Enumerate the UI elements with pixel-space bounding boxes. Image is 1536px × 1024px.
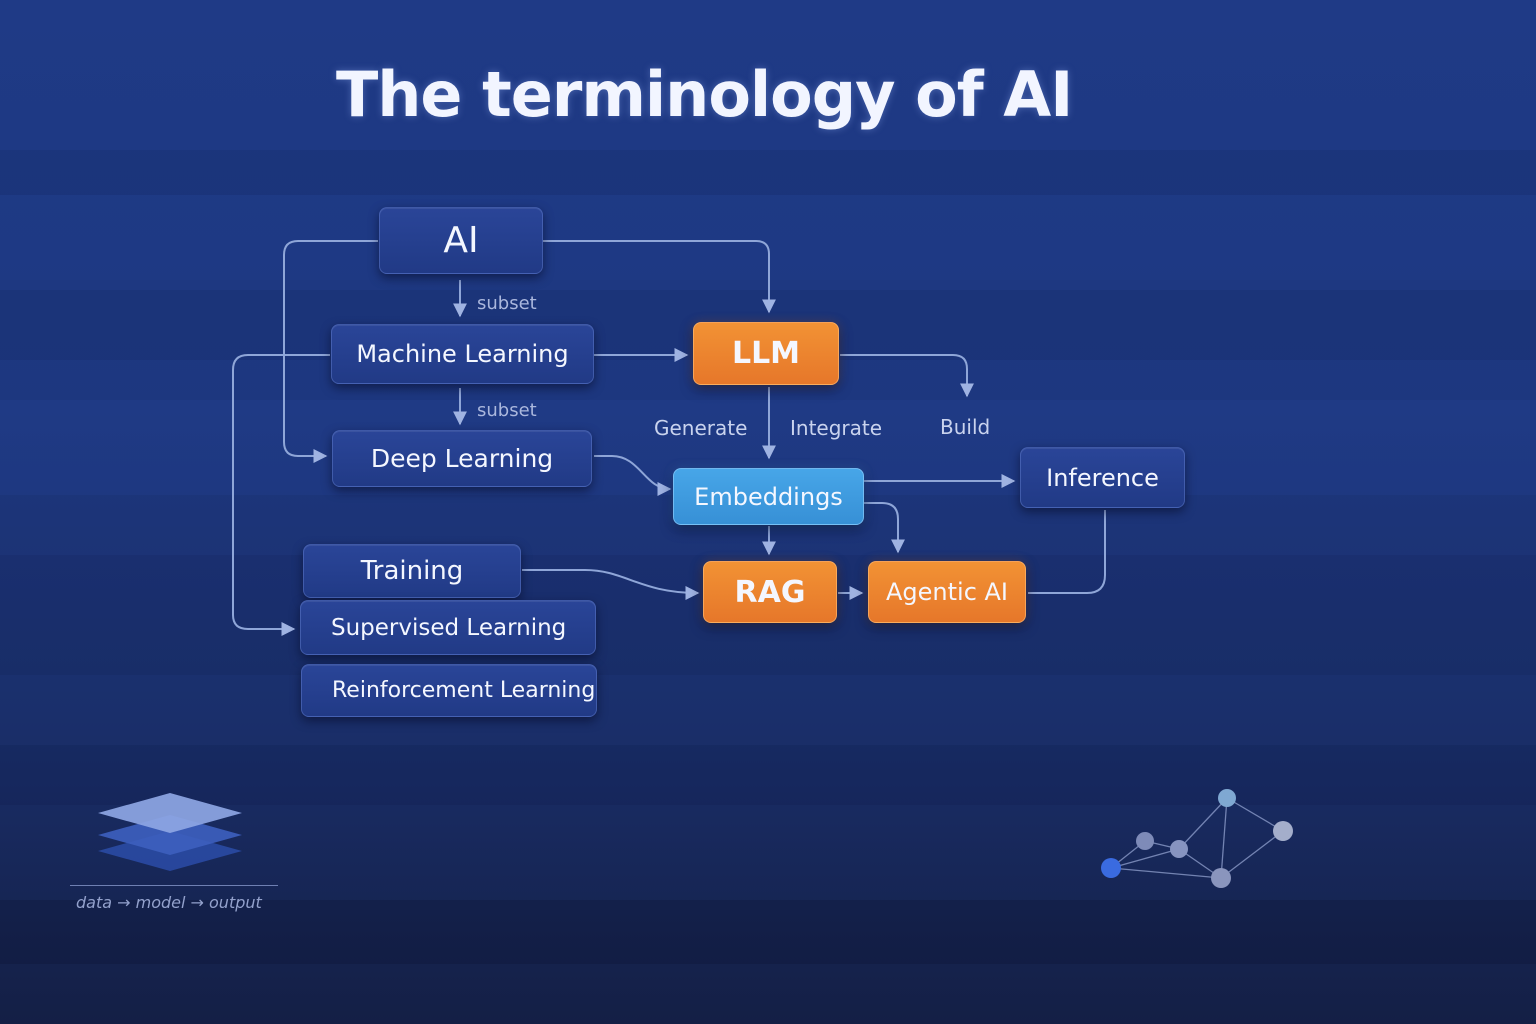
node-supervised-learning[interactable]: Supervised Learning bbox=[300, 600, 596, 655]
connector-dl-embeddings bbox=[594, 455, 672, 496]
footer-divider bbox=[70, 885, 278, 886]
edge-label-generate: Generate bbox=[654, 416, 748, 440]
node-llm[interactable]: LLM bbox=[693, 322, 839, 385]
node-llm-label: LLM bbox=[731, 336, 801, 371]
node-ai[interactable]: AI bbox=[379, 207, 543, 274]
connector-ml-supervised bbox=[232, 354, 330, 636]
edge-label-subset-2: subset bbox=[477, 400, 537, 421]
footer-caption: data → model → output bbox=[76, 893, 262, 912]
node-training[interactable]: Training bbox=[303, 544, 521, 598]
node-agentic-ai-label: Agentic AI bbox=[885, 578, 1009, 606]
node-inference-label: Inference bbox=[1046, 463, 1159, 492]
connector-inference-agentic bbox=[1028, 510, 1106, 594]
connector-ai-llm bbox=[543, 240, 776, 314]
node-deep-learning[interactable]: Deep Learning bbox=[332, 430, 592, 487]
connector-ai-dl bbox=[283, 240, 378, 463]
node-inference[interactable]: Inference bbox=[1020, 447, 1185, 508]
node-training-label: Training bbox=[360, 556, 464, 586]
connector-embeddings-agentic bbox=[864, 502, 905, 554]
node-agentic-ai[interactable]: Agentic AI bbox=[868, 561, 1026, 623]
connector-training-rag bbox=[522, 569, 700, 600]
node-embeddings[interactable]: Embeddings bbox=[673, 468, 864, 525]
node-deep-learning-label: Deep Learning bbox=[370, 444, 554, 473]
node-embeddings-label: Embeddings bbox=[694, 482, 843, 511]
node-supervised-learning-label: Supervised Learning bbox=[331, 614, 567, 641]
node-reinforcement-learning[interactable]: Reinforcement Learning bbox=[301, 664, 597, 717]
network-graph-icon bbox=[1101, 789, 1293, 888]
node-machine-learning[interactable]: Machine Learning bbox=[331, 324, 594, 384]
page-title: The terminology of AI bbox=[336, 58, 1073, 131]
node-machine-learning-label: Machine Learning bbox=[356, 340, 569, 368]
node-ai-label: AI bbox=[443, 220, 479, 261]
node-reinforcement-learning-label: Reinforcement Learning bbox=[332, 678, 596, 703]
node-rag[interactable]: RAG bbox=[703, 561, 837, 623]
edge-label-subset-1: subset bbox=[477, 293, 537, 314]
node-rag-label: RAG bbox=[734, 574, 806, 610]
edge-label-integrate: Integrate bbox=[790, 416, 883, 440]
layers-stack-icon bbox=[98, 793, 242, 871]
connector-llm-build bbox=[840, 354, 974, 398]
edge-label-build: Build bbox=[940, 415, 991, 439]
